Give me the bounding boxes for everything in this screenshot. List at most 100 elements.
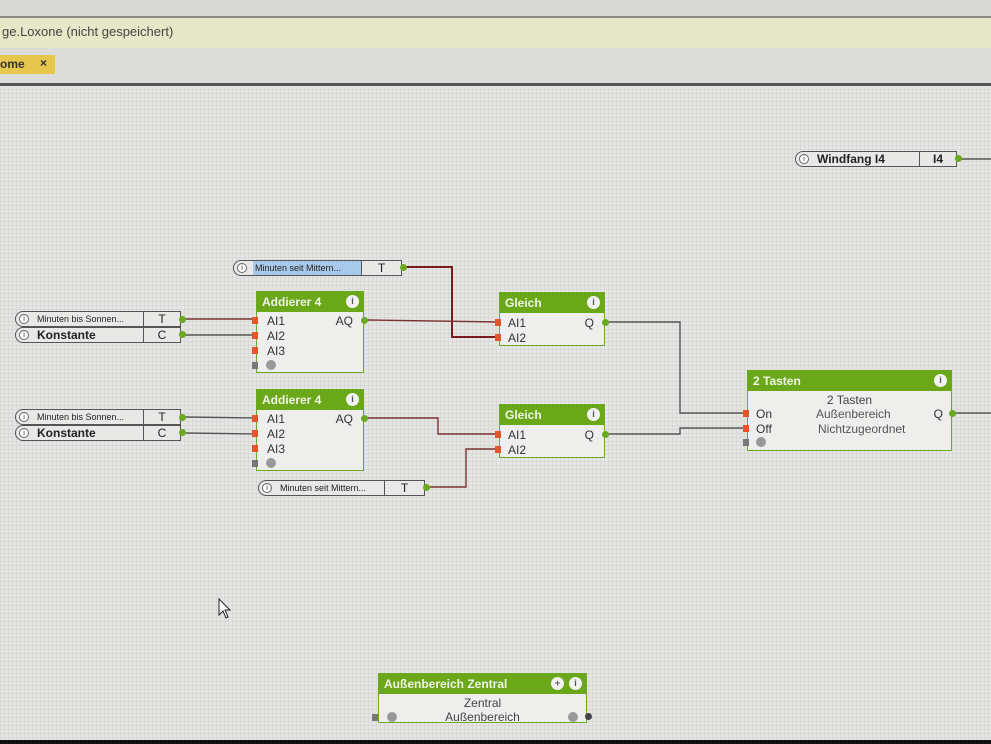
output-connector[interactable]	[949, 410, 956, 417]
info-icon[interactable]: i	[587, 296, 600, 309]
output-connector[interactable]	[602, 431, 609, 438]
block-title: Außenbereich Zentral	[384, 677, 508, 691]
input-pin: AI1	[267, 314, 286, 328]
input-minuten-seit-bottom[interactable]: i Minuten seit Mittern... T	[258, 480, 425, 496]
input-connector[interactable]	[495, 431, 501, 438]
input-pin: AI2	[508, 331, 527, 345]
block-title: Gleich	[505, 408, 542, 422]
extension-connector[interactable]	[252, 362, 258, 369]
input-minuten-seit-top[interactable]: i Minuten seit Mittern... T	[233, 260, 402, 276]
input-port: T	[143, 312, 180, 326]
output-pin: Q	[584, 316, 594, 330]
input-port: C	[143, 328, 180, 342]
input-connector[interactable]	[743, 425, 749, 432]
output-connector[interactable]	[361, 317, 368, 324]
input-konstante-1[interactable]: i Konstante C	[15, 327, 181, 343]
tab-page[interactable]: ome×	[0, 55, 55, 74]
info-icon[interactable]: i	[19, 330, 29, 340]
extension-connector[interactable]	[252, 460, 258, 467]
block-line-1: Zentral	[463, 696, 502, 710]
bottom-bar	[0, 740, 991, 744]
input-pin: Off	[756, 422, 772, 436]
input-name: Minuten seit Mittern...	[253, 261, 361, 275]
info-icon[interactable]: i	[587, 408, 600, 421]
add-input-icon[interactable]	[756, 437, 766, 447]
add-output-icon[interactable]	[568, 712, 578, 722]
input-label: Außenbereich	[816, 407, 891, 421]
add-input-icon[interactable]	[266, 360, 276, 370]
block-line-2: Außenbereich	[445, 710, 520, 724]
input-minuten-bis-2[interactable]: i Minuten bis Sonnen... T	[15, 409, 181, 425]
block-title: Addierer 4	[262, 295, 322, 309]
input-connector[interactable]	[252, 317, 258, 324]
input-connector[interactable]	[252, 445, 258, 452]
block-title: Addierer 4	[262, 393, 322, 407]
input-connector[interactable]	[252, 430, 258, 437]
input-name: Konstante	[37, 426, 96, 440]
info-icon[interactable]: i	[19, 412, 29, 422]
close-icon[interactable]: ×	[40, 56, 48, 70]
input-pin: AI3	[267, 344, 286, 358]
output-connector[interactable]	[361, 415, 368, 422]
input-name: Windfang I4	[817, 152, 885, 166]
info-icon[interactable]: i	[262, 483, 272, 493]
input-connector[interactable]	[252, 415, 258, 422]
input-konstante-2[interactable]: i Konstante C	[15, 425, 181, 441]
extension-connector[interactable]	[372, 714, 378, 721]
extension-connector[interactable]	[743, 439, 749, 446]
add-icon[interactable]: +	[551, 677, 564, 690]
input-pin: AI2	[267, 427, 286, 441]
input-connector[interactable]	[495, 334, 501, 341]
block-addierer-1[interactable]: Addierer 4 i AI1 AI2 AI3 AQ	[252, 291, 368, 373]
window-title: ge.Loxone (nicht gespeichert)	[2, 24, 174, 39]
output-connector[interactable]	[423, 484, 430, 491]
output-connector[interactable]	[602, 319, 609, 326]
input-pin: AI2	[267, 329, 286, 343]
output-pin: Q	[933, 407, 943, 421]
output-connector[interactable]	[179, 316, 186, 323]
output-connector[interactable]	[179, 414, 186, 421]
output-connector[interactable]	[179, 331, 186, 338]
input-port: T	[361, 261, 401, 275]
input-pin: AI1	[508, 428, 527, 442]
input-pin: AI2	[508, 443, 527, 457]
add-input-icon[interactable]	[266, 458, 276, 468]
output-pin: AQ	[335, 314, 353, 328]
input-connector[interactable]	[495, 319, 501, 326]
input-connector[interactable]	[743, 410, 749, 417]
input-pin: AI1	[508, 316, 527, 330]
add-input-icon[interactable]	[387, 712, 397, 722]
input-connector[interactable]	[252, 347, 258, 354]
input-port: I4	[919, 152, 956, 166]
top-strip	[0, 0, 991, 18]
input-label: Nichtzugeordnet	[818, 422, 906, 436]
input-connector[interactable]	[495, 446, 501, 453]
info-icon[interactable]: i	[237, 263, 247, 273]
tab-bar: ome×	[0, 48, 991, 86]
input-pin: AI1	[267, 412, 286, 426]
input-windfang[interactable]: i Windfang I4 I4	[795, 151, 957, 167]
block-aussenbereich-zentral[interactable]: Außenbereich Zentral + i Zentral Außenbere…	[372, 673, 592, 724]
input-pin: On	[756, 407, 773, 421]
info-icon[interactable]: i	[19, 314, 29, 324]
info-icon[interactable]: i	[799, 154, 809, 164]
input-connector[interactable]	[252, 332, 258, 339]
info-icon[interactable]: i	[19, 428, 29, 438]
input-minuten-bis-1[interactable]: i Minuten bis Sonnen... T	[15, 311, 181, 327]
output-connector[interactable]	[585, 713, 592, 720]
title-bar: ge.Loxone (nicht gespeichert)	[0, 18, 991, 48]
output-connector[interactable]	[179, 429, 186, 436]
mouse-cursor-icon	[218, 598, 232, 619]
output-connector[interactable]	[955, 155, 962, 162]
info-icon[interactable]: i	[569, 677, 582, 690]
output-connector[interactable]	[400, 264, 407, 271]
input-name: Konstante	[37, 328, 96, 342]
block-title: 2 Tasten	[753, 374, 801, 388]
info-icon[interactable]: i	[346, 295, 359, 308]
info-icon[interactable]: i	[346, 393, 359, 406]
info-icon[interactable]: i	[934, 374, 947, 387]
